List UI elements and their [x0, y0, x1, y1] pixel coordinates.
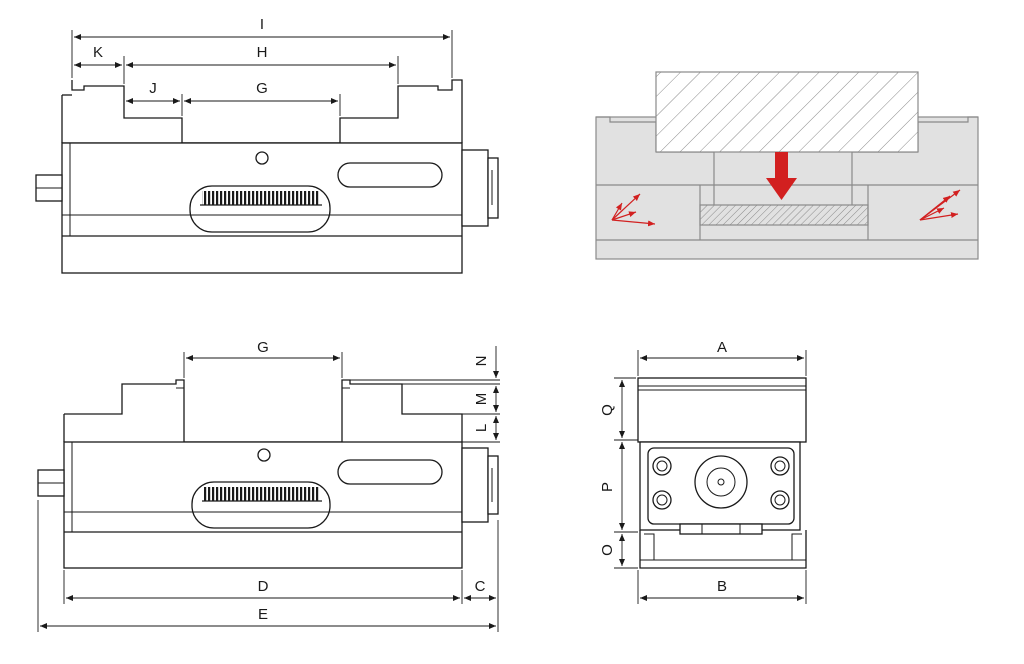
dim-label-j: J [149, 80, 157, 97]
dim-label-q: Q [599, 404, 616, 416]
dim-label-g-bottom: G [257, 339, 269, 356]
dimension-lines-end-view [614, 350, 807, 604]
dim-label-k: K [93, 44, 103, 61]
force-vectors-left-icon [611, 193, 656, 227]
dim-label-b: B [717, 578, 727, 595]
dim-label-l: L [473, 424, 490, 432]
dim-label-p: P [599, 482, 616, 492]
vise-side-view-bottom [37, 379, 499, 569]
clamping-schematic [595, 71, 979, 260]
dim-label-d: D [258, 578, 269, 595]
dim-label-h: H [257, 44, 268, 61]
dimension-lines-bottom-left [37, 346, 500, 632]
dim-label-g-top: G [256, 80, 268, 97]
dim-label-a: A [717, 339, 727, 356]
dim-label-n: N [473, 356, 490, 367]
force-arrow-icon [775, 152, 788, 180]
dim-label-i: I [260, 16, 264, 33]
vise-end-view [637, 377, 807, 569]
vise-side-view-top [35, 79, 499, 274]
force-vectors-right-icon [919, 189, 961, 221]
dimension-lines-top [71, 30, 453, 116]
dim-label-c: C [475, 578, 486, 595]
dim-label-o: O [599, 544, 616, 556]
dim-label-e: E [258, 606, 268, 623]
dim-label-m: M [473, 393, 490, 406]
